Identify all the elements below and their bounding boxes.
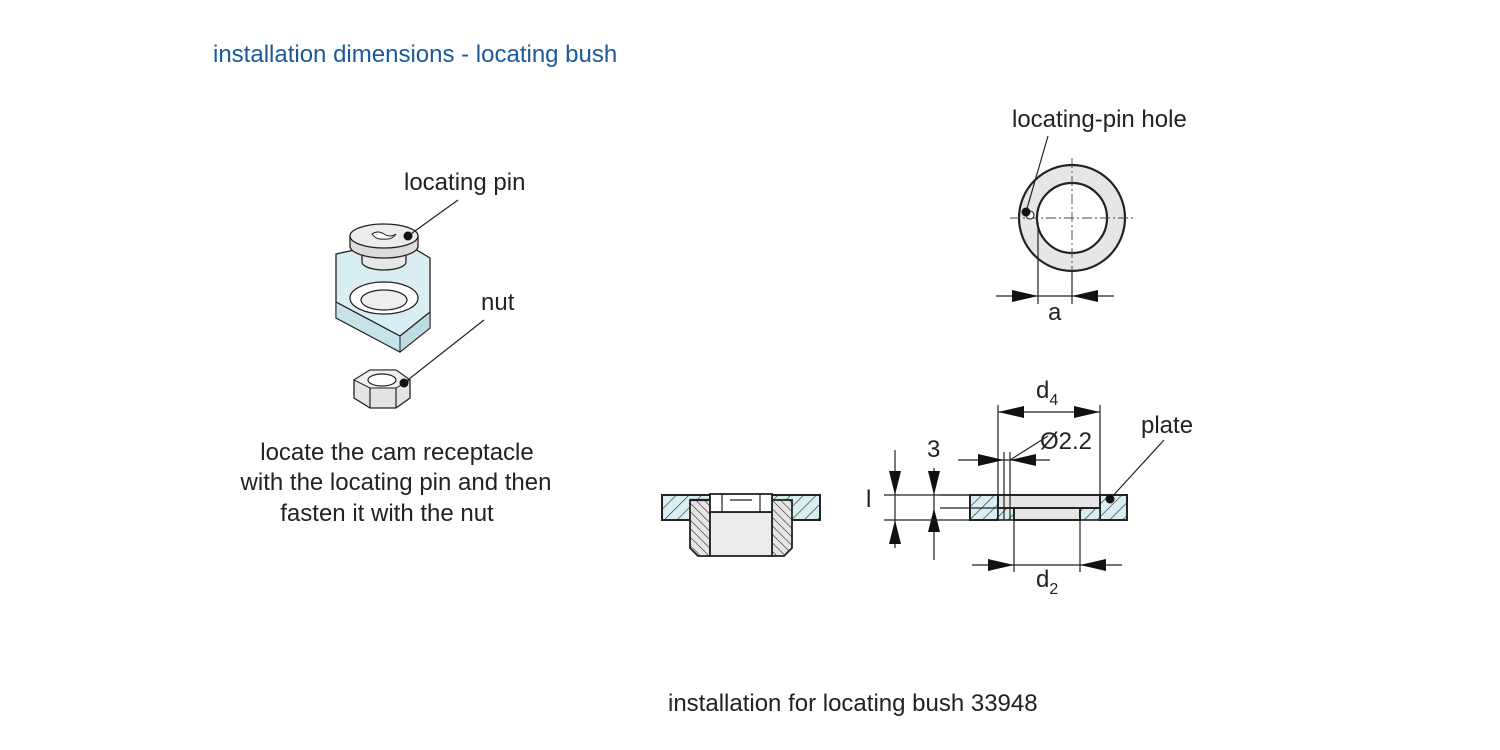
ring-top-view: [996, 135, 1134, 304]
leader-dot-locating-pin-hole: [1021, 207, 1031, 217]
bush-cross-section: [661, 493, 821, 557]
nut-part: [352, 369, 411, 409]
dimension-d4: d4: [1036, 377, 1058, 409]
leader-line-locating-pin: [407, 199, 459, 237]
dimension-3: 3: [927, 436, 940, 463]
leader-line-locating-pin-hole: [1025, 135, 1049, 213]
locating-pin-part: [349, 223, 419, 271]
dimension-l: l: [866, 486, 871, 513]
leader-line-nut: [403, 319, 485, 384]
instruction-line-3: fasten it with the nut: [280, 500, 494, 527]
dimension-d2: d2: [1036, 566, 1058, 598]
leader-dot-locating-pin: [403, 231, 413, 241]
plate-block: [335, 239, 431, 354]
dimension-diameter-2-2: Ø2.2: [1040, 428, 1092, 455]
page-title: installation dimensions - locating bush: [213, 41, 617, 68]
dimension-a: a: [1048, 299, 1062, 326]
exploded-assembly-illustration: [335, 199, 485, 409]
label-locating-pin-hole: locating-pin hole: [1012, 106, 1187, 133]
instruction-line-2: with the locating pin and then: [240, 469, 552, 496]
label-plate: plate: [1141, 412, 1193, 439]
plate-section-dimensions: [884, 405, 1165, 572]
leader-dot-plate: [1105, 494, 1115, 504]
figure-caption: installation for locating bush 33948: [668, 690, 1038, 717]
instruction-line-1: locate the cam receptacle: [260, 439, 533, 466]
leader-line-plate: [1109, 439, 1165, 500]
label-locating-pin: locating pin: [404, 169, 525, 196]
label-nut: nut: [481, 289, 515, 316]
leader-dot-nut: [399, 378, 409, 388]
